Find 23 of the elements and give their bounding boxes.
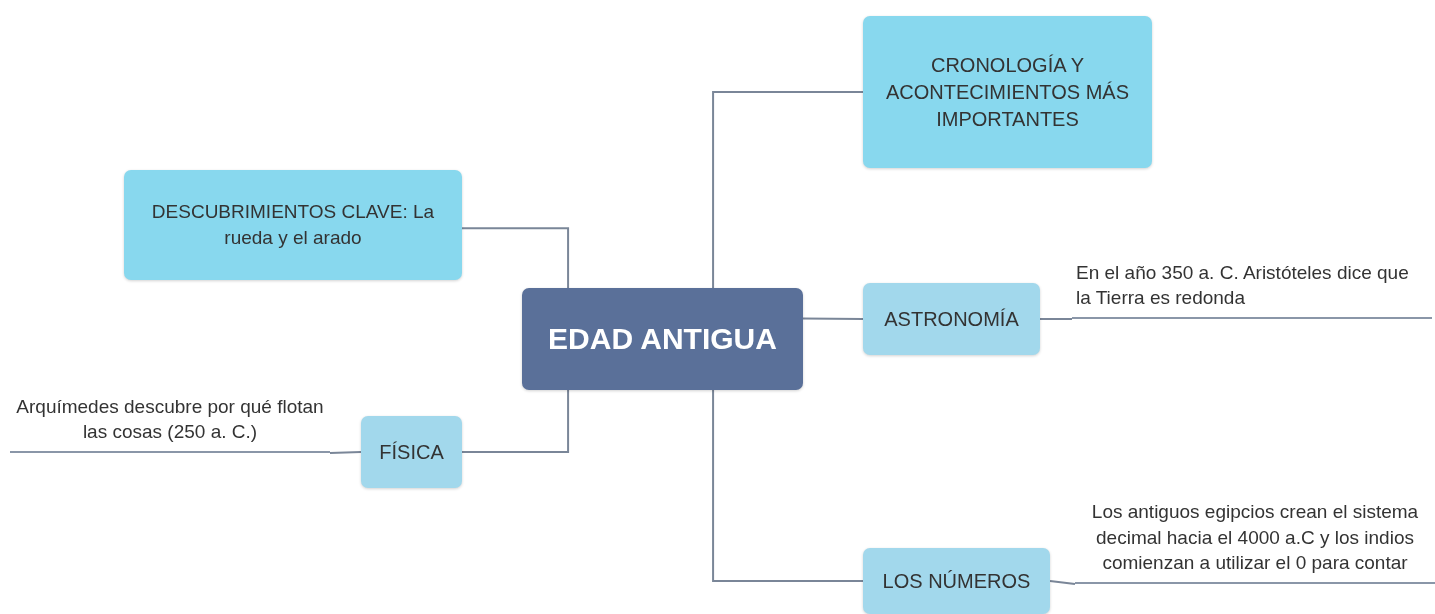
connector-line [1049, 580, 1076, 585]
topic-label: FÍSICA [379, 439, 444, 465]
topic-label: DESCUBRIMIENTOS CLAVE: La rueda y el arado [150, 200, 436, 250]
topic-label: LOS NÚMEROS [882, 568, 1031, 594]
connector-line [461, 227, 570, 289]
connector-line [329, 451, 362, 454]
connector-line [461, 389, 570, 453]
note-text: Arquímedes descubre por qué flotan las cosas (250 a. C.) [15, 394, 325, 445]
subtopic-box [863, 548, 1050, 614]
note-text: Los antiguos egipcios crean el sistema decimal hacia el 4000 a.C y los indios comienzan a utilizar el 0 para contar [1090, 500, 1420, 576]
subtopic-box [863, 283, 1040, 355]
connector-line [1039, 318, 1073, 320]
subtopic-box [361, 416, 462, 488]
central-topic-label: EDAD ANTIGUA [548, 320, 777, 357]
topic-box [124, 170, 462, 280]
note-text: En el año 350 a. C. Aristóteles dice que la Tierra es redonda [1076, 260, 1410, 311]
connector-line [802, 317, 864, 320]
topic-label: CRONOLOGÍA Y ACONTECIMIENTOS MÁS IMPORTANTES [885, 52, 1130, 132]
connector-line [712, 91, 864, 289]
topic-box [863, 16, 1152, 168]
central-topic-box [522, 288, 803, 390]
connector-line [712, 389, 864, 582]
topic-label: ASTRONOMÍA [884, 306, 1019, 332]
